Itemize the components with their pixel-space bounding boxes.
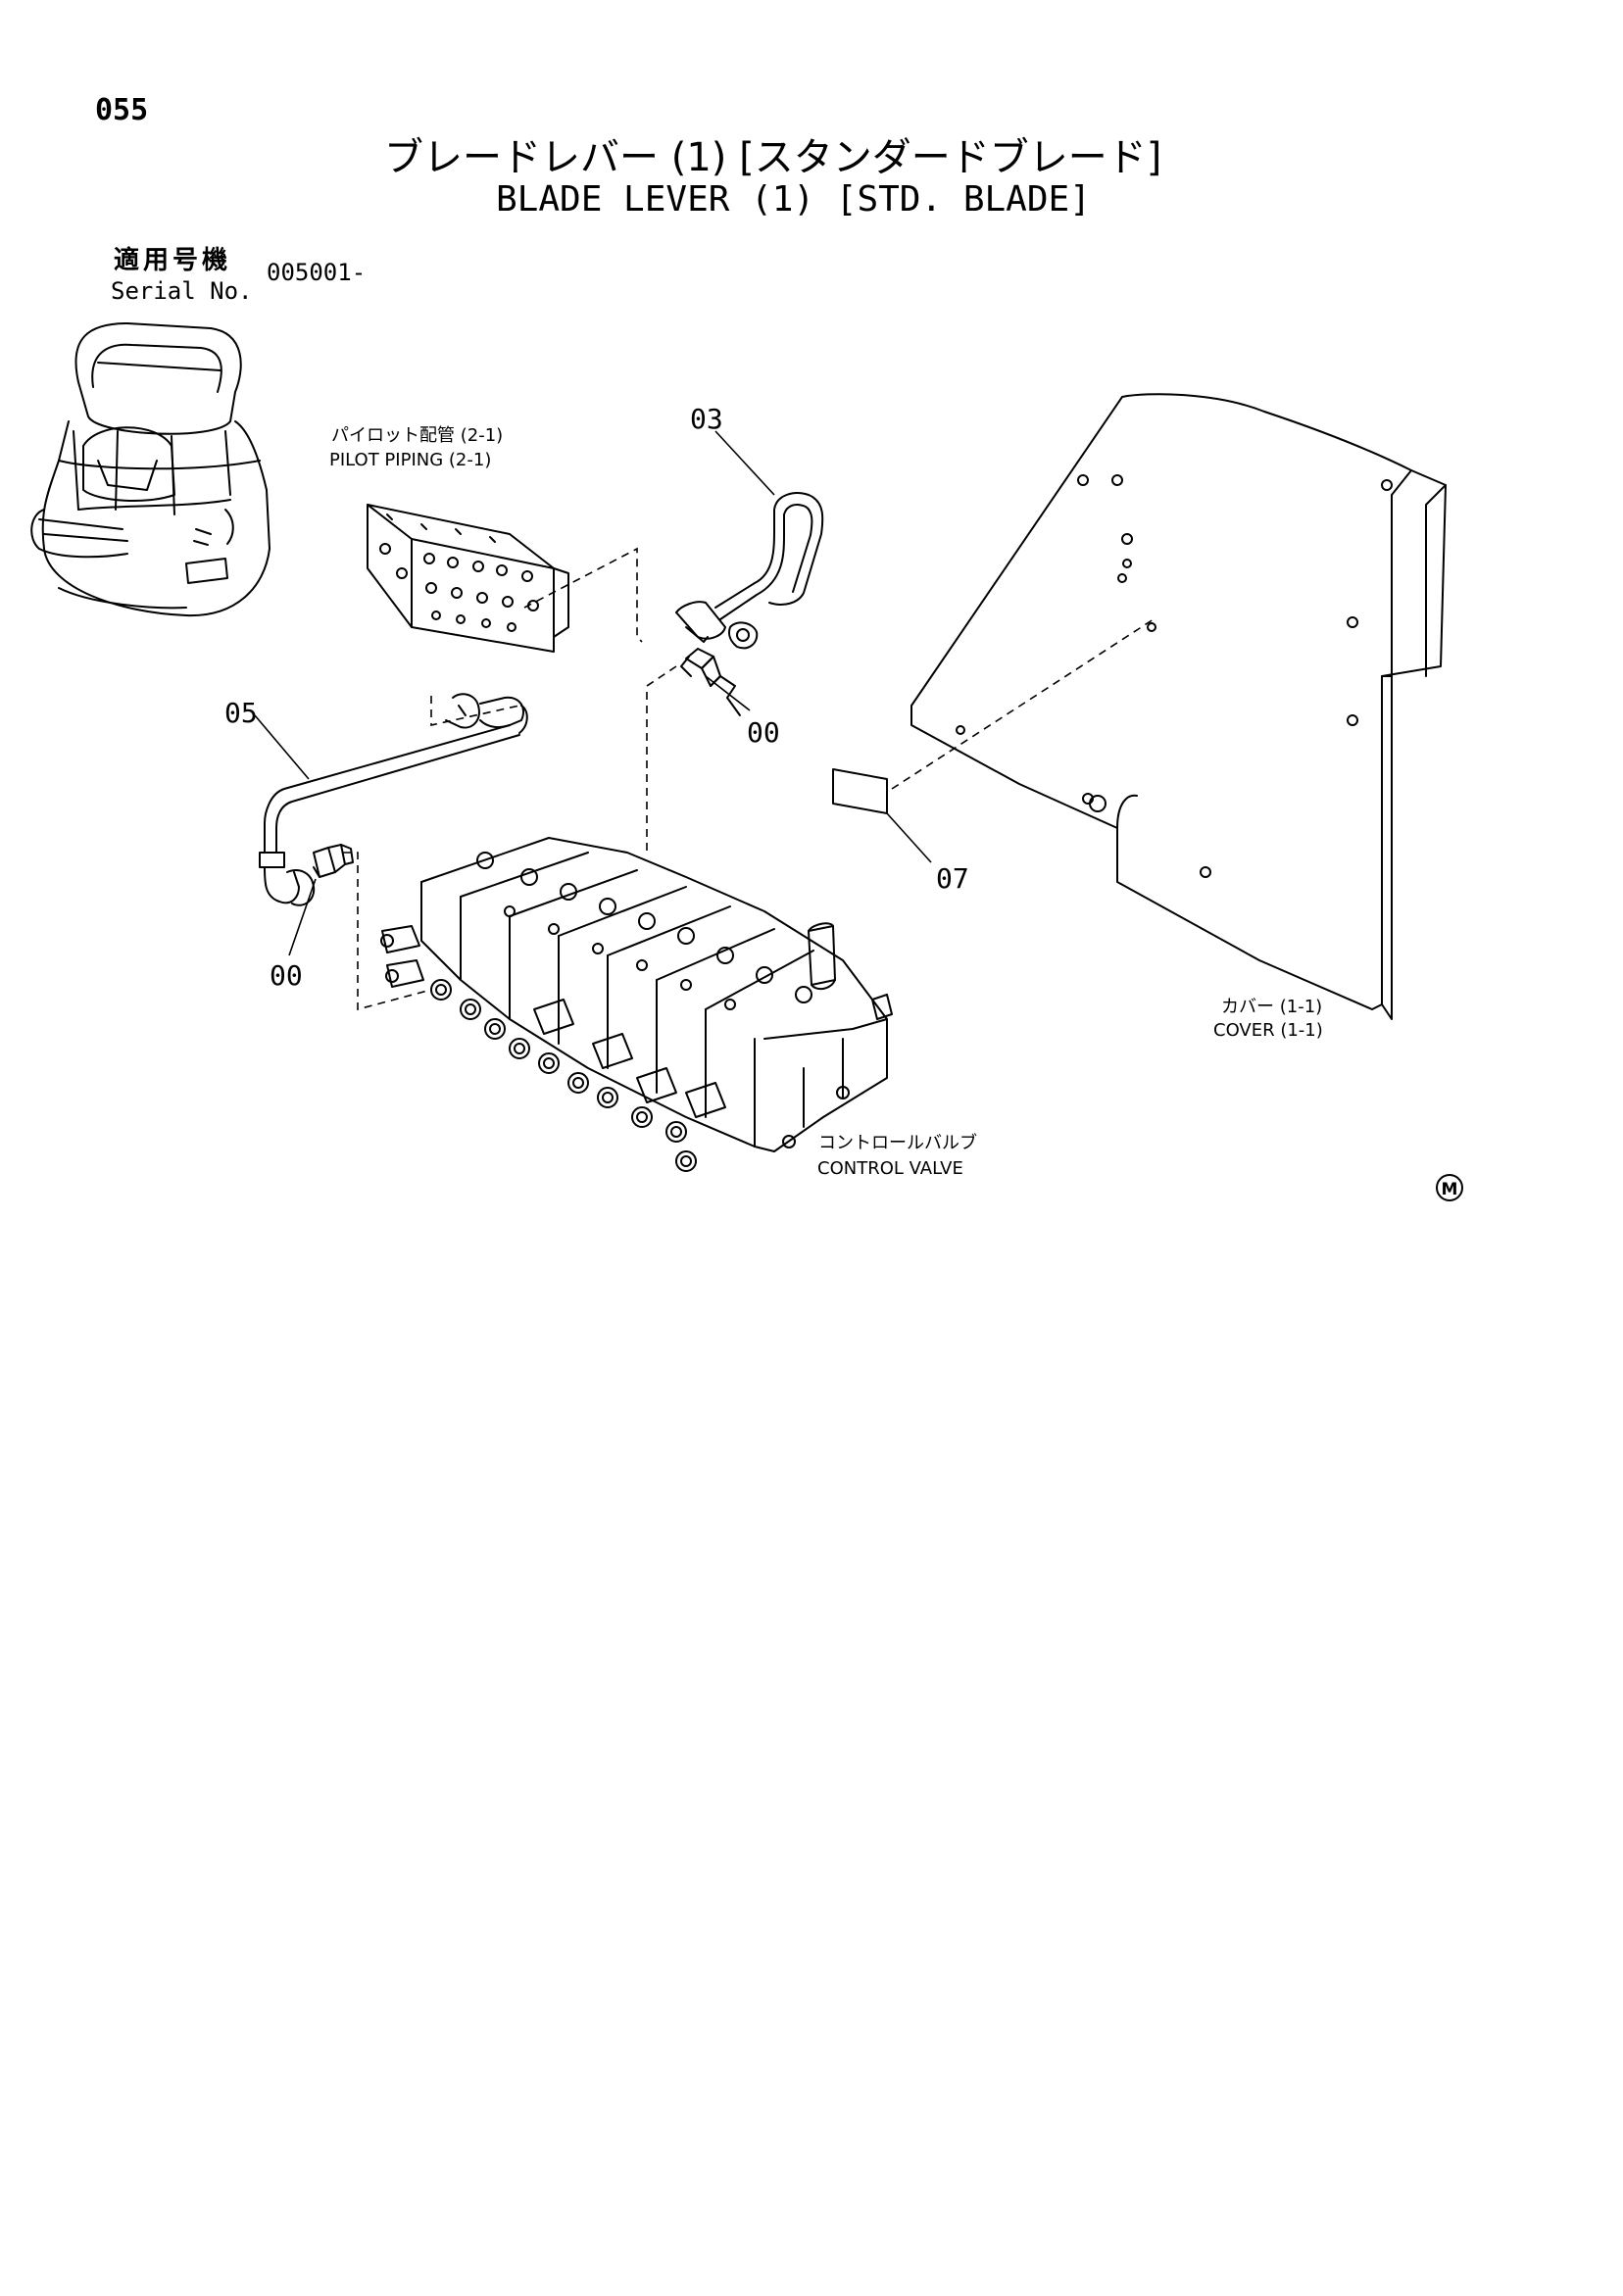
marker-m: M (1436, 1174, 1463, 1201)
part-number-03: 03 (690, 403, 723, 435)
plate-07 (832, 768, 888, 814)
pilot-piping-block (367, 504, 569, 653)
leader-05 (254, 714, 310, 780)
part-number-05: 05 (224, 697, 258, 729)
leader-07 (886, 812, 932, 863)
part-number-00-left: 00 (270, 959, 303, 992)
part-number-00-right: 00 (747, 716, 780, 749)
control-valve-label-jp: コントロールバルブ (818, 1132, 977, 1153)
leader-03 (714, 430, 775, 496)
cover-label-jp: カバー (1-1) (1221, 997, 1322, 1017)
control-valve (380, 837, 893, 1172)
leader-pilot-to-hose03 (523, 547, 643, 643)
cover-plate (910, 393, 1447, 1020)
cover-label-en: COVER (1-1) (1213, 1020, 1323, 1041)
hose-03 (675, 492, 824, 650)
page-number: 055 (95, 93, 149, 127)
serial-label-english: Serial No. (111, 277, 253, 305)
title-english: BLADE LEVER (1) [STD. BLADE] (496, 179, 1091, 220)
serial-label-japanese: 適用号機 (114, 246, 232, 275)
leader-plate-to-cover (891, 616, 1157, 790)
adapter-00-left (313, 844, 354, 878)
adapter-00-right (680, 648, 741, 716)
machine-thumbnail (30, 322, 270, 617)
control-valve-label-en: CONTROL VALVE (817, 1158, 963, 1179)
leader-pilot-block-vert (430, 696, 520, 726)
leader-adapter-right-vertical (646, 665, 677, 853)
hose-05 (259, 693, 528, 906)
serial-value: 005001- (267, 259, 367, 286)
title-japanese: ブレードレバー (1) [スタンダードブレード] (384, 135, 1162, 180)
part-number-07: 07 (936, 862, 969, 895)
leader-adapter-left-vertical (343, 852, 432, 1011)
pilot-piping-label-jp: パイロット配管 (2-1) (331, 425, 503, 446)
leader-00-left (288, 878, 317, 956)
marker-m-letter: M (1442, 1180, 1458, 1199)
pilot-piping-label-en: PILOT PIPING (2-1) (329, 450, 491, 470)
leader-00-right (705, 675, 751, 711)
